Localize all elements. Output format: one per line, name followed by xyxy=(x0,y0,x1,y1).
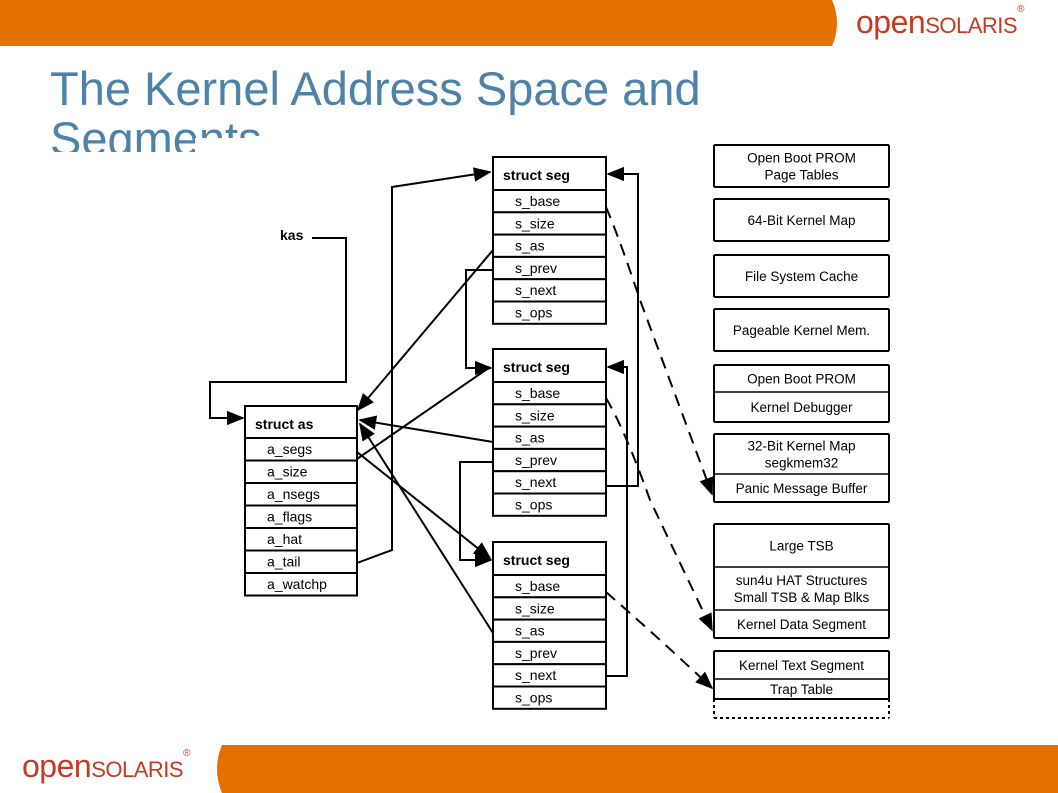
memmap-label: Kernel Debugger xyxy=(750,400,853,415)
slide-title: The Kernel Address Space and xyxy=(50,64,810,114)
a-segs-to-seg3-arrow xyxy=(356,451,492,560)
struct-seg-1-field-box xyxy=(492,300,607,325)
kas-to-struct-as-arrow xyxy=(209,237,347,426)
logo-solaris-text: solaris xyxy=(925,4,1018,40)
struct-seg-1-field-s_next: s_next xyxy=(515,282,556,298)
seg1-next-to-seg2-arrow xyxy=(465,269,493,376)
top-banner-shape xyxy=(0,0,837,46)
seg1-s-as-arrow xyxy=(356,249,494,412)
logo-open-text: open xyxy=(22,748,92,784)
struct-seg-1-field-s_base: s_base xyxy=(515,193,560,209)
struct-as-field-a_size: a_size xyxy=(267,464,308,480)
struct-seg-2-field-s_ops: s_ops xyxy=(515,497,552,513)
memmap-label: Trap Table xyxy=(770,682,833,697)
struct-seg-3-field-box xyxy=(492,618,607,643)
struct-seg-2-field-s_next: s_next xyxy=(515,474,556,490)
struct-seg-3-field-s_as: s_as xyxy=(515,623,545,639)
memmap-label: Open Boot PROM xyxy=(747,372,856,387)
struct-seg-2-field-s_prev: s_prev xyxy=(515,452,557,468)
memmap-label: Open Boot PROM xyxy=(747,151,856,166)
memmap-label: Small TSB & Map Blks xyxy=(734,590,870,605)
memmap-label: 32-Bit Kernel Map xyxy=(747,439,855,454)
struct-seg-3-header: struct seg xyxy=(503,552,570,568)
struct-seg-2-field-box xyxy=(492,492,607,517)
struct-as-field-a_hat: a_hat xyxy=(267,531,302,547)
memmap-label: segkmem32 xyxy=(765,456,839,471)
struct-seg-2-field-s_as: s_as xyxy=(515,430,545,446)
struct-seg-2-field-s_base: s_base xyxy=(515,385,560,401)
struct-seg-2-header: struct seg xyxy=(503,359,570,375)
memmap-label: File System Cache xyxy=(745,269,858,284)
struct-as-header: struct as xyxy=(255,416,314,432)
memmap-label: Page Tables xyxy=(764,168,838,183)
seg2-s-base-dashed-arrow xyxy=(605,397,713,632)
memmap-label: Kernel Text Segment xyxy=(739,658,864,673)
seg2-next-to-seg3-arrow xyxy=(459,461,493,568)
a-segs-line xyxy=(356,366,491,460)
memmap-label: Kernel Data Segment xyxy=(737,617,866,632)
struct-as-field-a_segs: a_segs xyxy=(267,441,312,457)
logo-open-text: open xyxy=(856,4,926,40)
struct-seg-1-field-s_ops: s_ops xyxy=(515,305,552,321)
struct-seg-3-field-s_ops: s_ops xyxy=(515,690,552,706)
opensolaris-logo-bottom: opensolaris® xyxy=(22,748,190,785)
top-banner xyxy=(0,0,837,46)
struct-as-field-box xyxy=(244,572,358,597)
struct-seg-1-field-s_prev: s_prev xyxy=(515,260,557,276)
memmap-label: Large TSB xyxy=(769,539,833,554)
memmap-label: sun4u HAT Structures xyxy=(736,573,868,588)
memmap-label: Pageable Kernel Mem. xyxy=(733,323,870,338)
memmap-label: 64-Bit Kernel Map xyxy=(747,213,855,228)
struct-seg-3-field-s_prev: s_prev xyxy=(515,645,557,661)
seg2-prev-to-seg1-arrow xyxy=(606,166,639,487)
struct-seg-1-header: struct seg xyxy=(503,167,570,183)
struct-as-field-a_watchp: a_watchp xyxy=(267,576,327,592)
struct-seg-1-field-box xyxy=(492,233,607,258)
opensolaris-logo-top: opensolaris® xyxy=(856,4,1024,41)
logo-trademark: ® xyxy=(183,748,190,759)
memmap-label: Panic Message Buffer xyxy=(736,481,868,496)
struct-as-field-a_nsegs: a_nsegs xyxy=(267,486,320,502)
kas-label: kas xyxy=(280,227,304,243)
struct-as-field-a_tail: a_tail xyxy=(267,554,300,570)
struct-as-field-a_flags: a_flags xyxy=(267,509,312,525)
seg3-prev-to-seg2-arrow xyxy=(606,359,628,677)
logo-solaris-text: solaris xyxy=(91,748,184,784)
struct-seg-1-field-s_size: s_size xyxy=(515,215,555,231)
title-mask xyxy=(195,138,295,178)
struct-as-field-box xyxy=(244,549,358,574)
struct-seg-1-field-s_as: s_as xyxy=(515,238,545,254)
struct-seg-3-field-s_base: s_base xyxy=(515,578,560,594)
struct-seg-3-field-box xyxy=(492,685,607,710)
logo-trademark: ® xyxy=(1017,4,1024,15)
seg1-s-base-dashed-arrow xyxy=(605,206,714,496)
slide-title-line-1: The Kernel Address Space and xyxy=(50,62,701,115)
seg3-s-base-dashed-arrow xyxy=(605,591,714,690)
struct-seg-1-header-box xyxy=(492,156,607,191)
struct-seg-3-field-s_next: s_next xyxy=(515,667,556,683)
seg3-s-as-arrow xyxy=(359,422,494,634)
struct-seg-2-field-s_size: s_size xyxy=(515,407,555,423)
struct-seg-2-field-box xyxy=(492,425,607,450)
bottom-banner-shape xyxy=(217,745,1058,793)
seg2-s-as-arrow xyxy=(358,415,494,443)
struct-seg-3-field-s_size: s_size xyxy=(515,600,555,616)
bottom-banner xyxy=(217,745,1058,793)
